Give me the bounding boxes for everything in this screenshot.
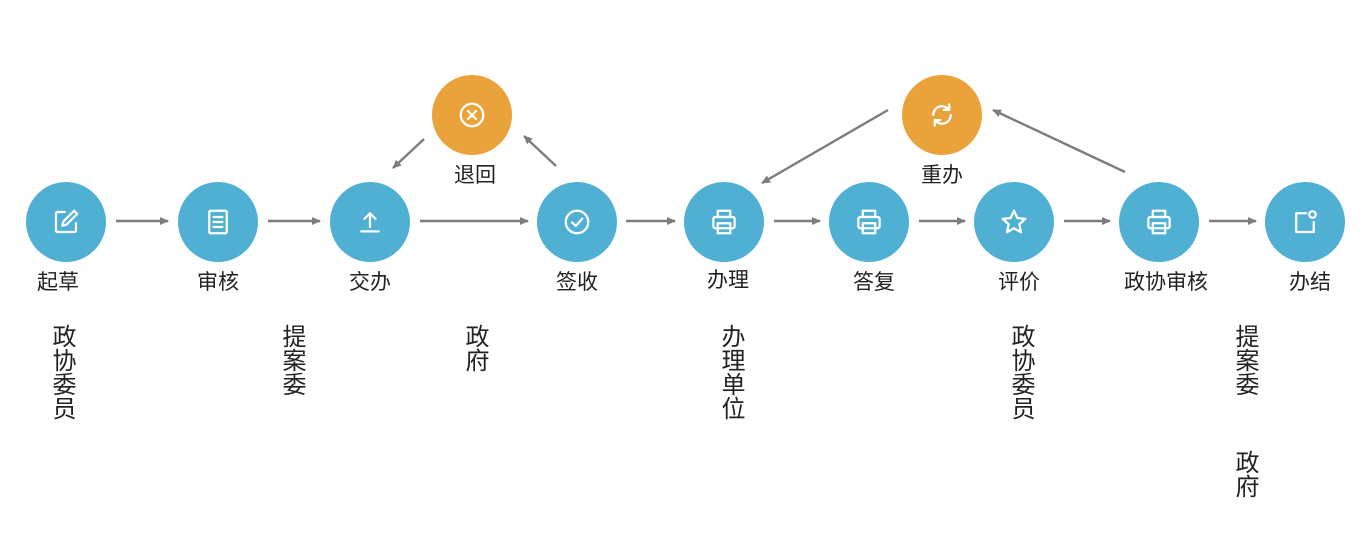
actor-government-final: 政府 (1231, 450, 1259, 498)
printer-icon (857, 209, 881, 235)
actor-cppcc-member-evaluate: 政协委员 (1007, 324, 1035, 420)
star-icon (1001, 209, 1027, 234)
step-reply-label: 答复 (853, 270, 895, 294)
step-assign-label: 交办 (349, 270, 391, 294)
arrow-return-to-assign (392, 138, 425, 169)
printer-icon (712, 209, 736, 235)
step-review-label: 审核 (197, 270, 239, 294)
check-circle-icon (564, 209, 590, 235)
printer-icon (1147, 209, 1171, 235)
step-reply-node (829, 182, 909, 262)
actor-handling-unit: 办理单位 (717, 324, 745, 420)
arrow-cppcc-review-to-redo (992, 108, 1126, 174)
step-cppcc-review-node (1119, 182, 1199, 262)
step-draft-label: 起草 (37, 270, 79, 294)
close-circle-icon (459, 102, 485, 128)
step-handle-label: 办理 (707, 268, 749, 292)
step-receive-label: 签收 (556, 270, 598, 294)
document-list-icon (208, 209, 228, 235)
arrow-receive-to-return (523, 135, 557, 167)
upload-icon (360, 212, 380, 233)
branch-return-node (432, 75, 512, 155)
finish-tag-icon (1295, 210, 1317, 234)
branch-return-label: 退回 (454, 163, 496, 187)
refresh-icon (932, 103, 952, 127)
actor-proposal-committee-final: 提案委 (1231, 324, 1259, 396)
step-evaluate-label: 评价 (998, 270, 1040, 294)
actor-cppcc-member: 政协委员 (48, 324, 76, 420)
branch-redo-node (902, 75, 982, 155)
step-assign-node (330, 182, 410, 262)
arrow-redo-to-handle (761, 108, 889, 185)
step-close-node (1265, 182, 1345, 262)
actor-government: 政府 (461, 324, 489, 372)
step-handle-node (684, 182, 764, 262)
step-draft-node (26, 182, 106, 262)
step-evaluate-node (974, 182, 1054, 262)
step-review-node (178, 182, 258, 262)
step-receive-node (537, 182, 617, 262)
step-close-label: 办结 (1289, 270, 1331, 294)
step-cppcc-review-label: 政协审核 (1124, 270, 1208, 294)
actor-proposal-committee: 提案委 (278, 324, 306, 396)
edit-icon (54, 209, 79, 234)
branch-redo-label: 重办 (921, 163, 963, 187)
